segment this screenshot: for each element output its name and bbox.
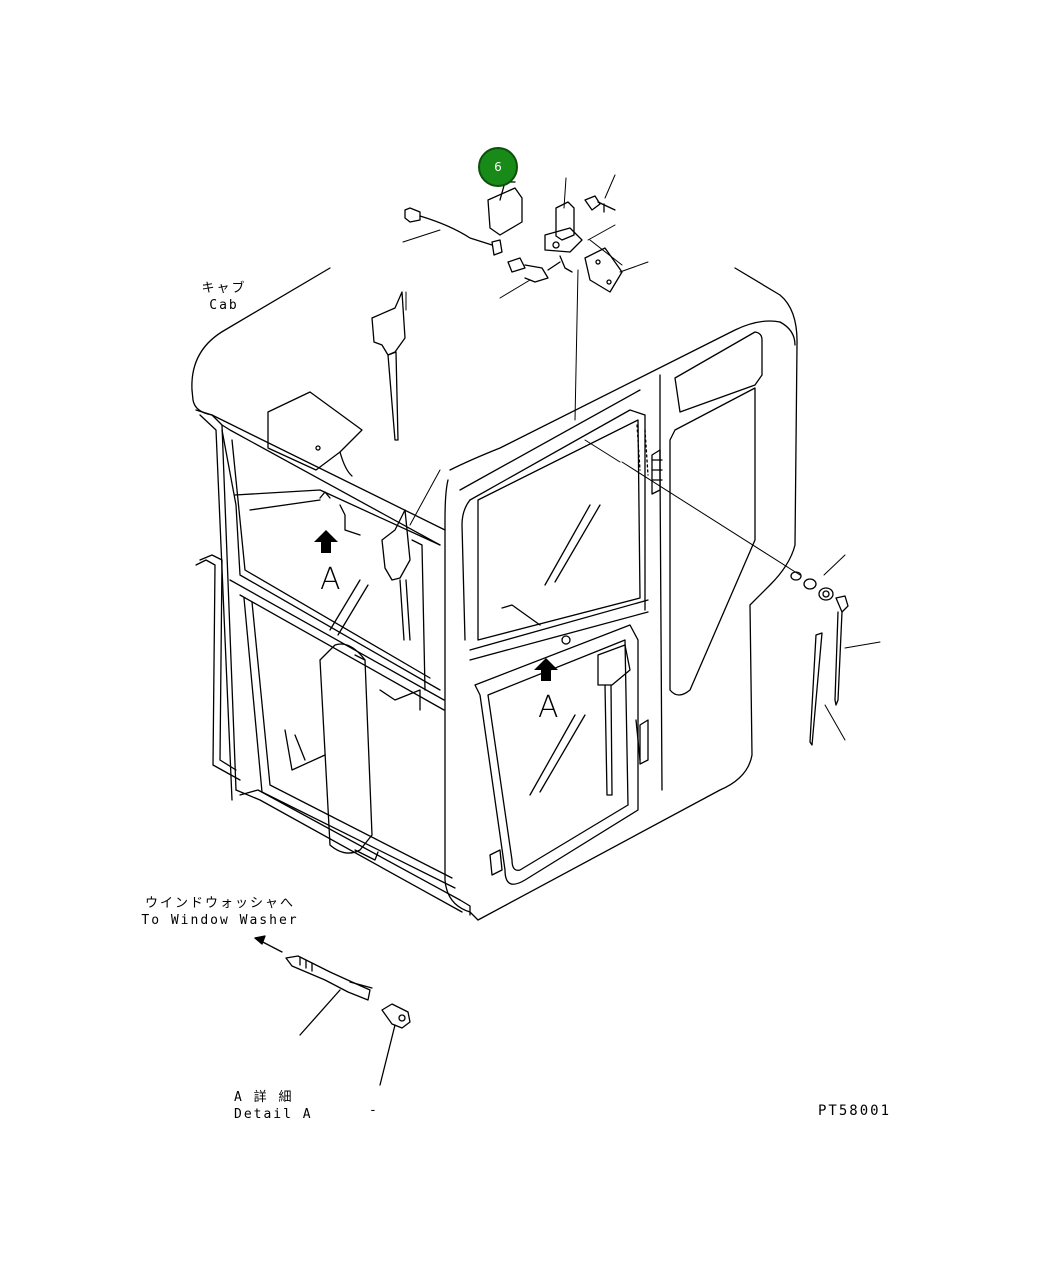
detail-a-label-en: Detail A [234,1107,313,1122]
view-a-arrow-left [314,530,338,553]
mounting-plate [584,247,623,293]
view-a-label-left: A [320,562,341,597]
washer-label-en: To Window Washer [141,913,299,928]
detail-a-nozzle [379,1003,411,1086]
leader-lines [402,174,881,741]
washer-label-jp: ウインドウォッシャへ [144,896,295,911]
washer-motor [544,201,583,273]
rear-wiper-washers [790,571,834,601]
view-a-label-right: A [538,690,559,725]
door-nozzle-bar [501,604,571,645]
rear-wiper-blade [809,632,823,746]
drawing-code: PT58001 [818,1103,892,1119]
view-a-arrow-right [534,658,558,681]
left-wiper [381,509,426,691]
cab-label-en: Cab [209,298,239,313]
front-wiper-motor [371,291,406,441]
detail-a-hose [254,935,373,1036]
cab-body [191,267,798,921]
wiper-harness [404,207,561,283]
detail-a-label-jp: A 詳 細 [234,1090,294,1105]
mounting-bolt [584,195,616,213]
rear-wiper-arm [834,595,849,706]
door-wiper [597,644,641,796]
cab-label-jp: キャブ [201,281,247,296]
detail-a-dash: - [369,1103,379,1118]
relay-bracket [487,181,523,236]
part-callout-6[interactable]: 6 [478,147,518,187]
